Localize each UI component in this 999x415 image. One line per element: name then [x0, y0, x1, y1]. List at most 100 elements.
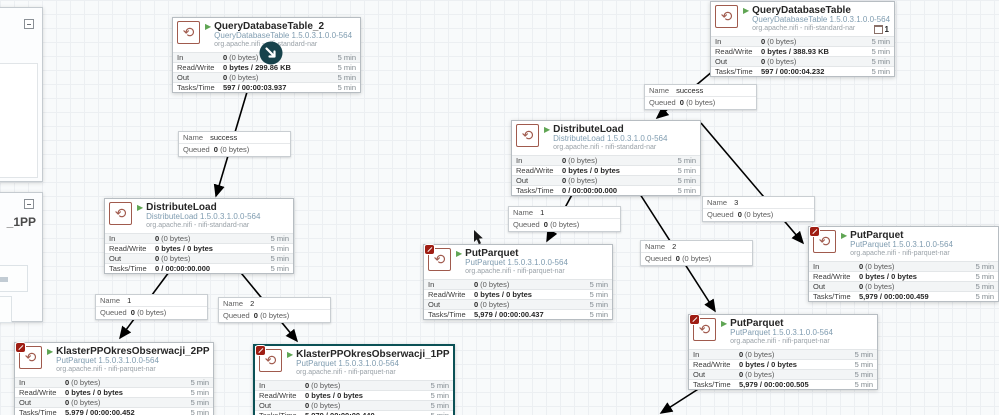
connection-name-row: Name success: [645, 85, 756, 97]
processor-name: QueryDatabaseTable: [752, 5, 851, 16]
connection-label[interactable]: Name success Queued 0 (0 bytes): [644, 84, 757, 110]
processor-DistributeLoad[interactable]: DistributeLoad DistributeLoad 1.5.0.3.1.…: [104, 198, 294, 274]
processor-PutParquet[interactable]: PutParquet PutParquet 1.5.0.3.1.0.0-564 …: [808, 226, 999, 302]
stat-window: 5 min: [975, 291, 994, 301]
processor-header: KlasterPPOkresObserwacji_2PP PutParquet …: [15, 343, 213, 377]
stat-value: 5,979 / 00:00:00.452: [65, 407, 135, 415]
processor-PutParquet[interactable]: PutParquet PutParquet 1.5.0.3.1.0.0-564 …: [423, 244, 613, 320]
connection-line[interactable]: [659, 385, 704, 414]
connection-line[interactable]: [700, 122, 805, 245]
processor-name: PutParquet: [465, 248, 519, 259]
processor-KlasterPPOkresObserwacji_2PP[interactable]: KlasterPPOkresObserwacji_2PP PutParquet …: [14, 342, 214, 415]
connection-name-label: Name: [513, 208, 534, 217]
stat-label: Tasks/Time: [693, 379, 731, 389]
processor-QueryDatabaseTable[interactable]: QueryDatabaseTable QueryDatabaseTable 1.…: [710, 1, 895, 77]
processor-stats: In 0(0 bytes) 5 min Read/Write 0 bytes /…: [255, 379, 453, 415]
stat-window: 5 min: [677, 175, 696, 185]
connection-label[interactable]: Name success Queued 0 (0 bytes): [178, 131, 291, 157]
tasks-icon: [873, 24, 883, 34]
stat-window: 5 min: [677, 155, 696, 165]
connection-label[interactable]: Name 1 Queued 0 (0 bytes): [95, 294, 208, 320]
stat-label: Out: [109, 253, 122, 263]
stat-window: 5 min: [854, 369, 873, 379]
processor-titles: DistributeLoad DistributeLoad 1.5.0.3.1.…: [146, 202, 260, 230]
stat-value: 0(0 bytes): [223, 72, 259, 82]
stat-label: Read/Write: [109, 243, 147, 253]
stat-value: 0(0 bytes): [761, 36, 797, 46]
stat-row-in: In 0(0 bytes) 5 min: [809, 260, 998, 271]
stat-label: Read/Write: [715, 46, 753, 56]
processor-bundle: org.apache.nifi - nifi-parquet-nar: [850, 250, 950, 258]
stat-value: 0 bytes / 0 bytes: [859, 271, 917, 281]
connection-label[interactable]: Name 2 Queued 0 (0 bytes): [640, 240, 753, 266]
restricted-icon: [425, 245, 434, 254]
stat-label: In: [177, 52, 184, 62]
stat-row-tasks-time: Tasks/Time 5,979 / 00:00:00.505 5 min: [689, 378, 877, 389]
processor-type-icon: [690, 315, 716, 341]
stat-label: Tasks/Time: [813, 291, 851, 301]
queued-bytes: (0 bytes): [550, 220, 580, 229]
stat-row-read-write: Read/Write 0 bytes / 0 bytes 5 min: [809, 270, 998, 281]
stat-row-tasks-time: Tasks/Time 597 / 00:00:03.937 5 min: [173, 81, 360, 92]
stat-value: 0(0 bytes): [305, 400, 341, 410]
queued-count: 0: [130, 308, 135, 317]
processor-name: PutParquet: [730, 318, 784, 329]
connection-label[interactable]: Name 1 Queued 0 (0 bytes): [508, 206, 621, 232]
stat-row-tasks-time: Tasks/Time 5,979 / 00:00:00.440 5 min: [255, 409, 453, 415]
processor-header: DistributeLoad DistributeLoad 1.5.0.3.1.…: [105, 199, 293, 233]
navigate-palette: [0, 7, 43, 182]
birdseye-minimap[interactable]: [0, 63, 38, 178]
stat-label: Tasks/Time: [715, 66, 753, 76]
stat-window: 5 min: [270, 253, 289, 263]
queued-bytes: (0 bytes): [682, 254, 712, 263]
stat-row-out: Out 0(0 bytes) 5 min: [689, 368, 877, 379]
stat-row-in: In 0(0 bytes) 5 min: [689, 348, 877, 359]
processor-KlasterPPOkresObserwacji_1PP[interactable]: KlasterPPOkresObserwacji_1PP PutParquet …: [253, 344, 455, 415]
collapse-minus-icon[interactable]: [24, 199, 34, 209]
operate-action-button[interactable]: [0, 296, 12, 323]
stat-label: In: [715, 36, 722, 46]
operate-palette: _1PP: [0, 192, 43, 323]
connection-name-row: Name 2: [641, 241, 752, 253]
stat-value: 0 / 00:00:00.000: [562, 185, 618, 195]
processor-PutParquet[interactable]: PutParquet PutParquet 1.5.0.3.1.0.0-564 …: [688, 314, 878, 390]
stat-window: 5 min: [337, 62, 356, 72]
stat-row-out: Out 0(0 bytes) 5 min: [424, 298, 612, 309]
stat-value: 0(0 bytes): [739, 369, 775, 379]
connection-name-row: Name success: [179, 132, 290, 144]
processor-stats: In 0(0 bytes) 5 min Read/Write 0 bytes /…: [809, 260, 998, 301]
stat-row-read-write: Read/Write 0 bytes / 0 bytes 5 min: [255, 389, 453, 400]
stat-label: Out: [715, 56, 728, 66]
stat-row-out: Out 0(0 bytes) 5 min: [173, 71, 360, 82]
processor-name: DistributeLoad: [146, 202, 217, 213]
processor-type-version: PutParquet 1.5.0.3.1.0.0-564: [730, 328, 833, 338]
stat-row-tasks-time: Tasks/Time 0 / 00:00:00.000 5 min: [105, 262, 293, 273]
connection-label[interactable]: Name 3 Queued 0 (0 bytes): [702, 196, 815, 222]
stat-row-out: Out 0(0 bytes) 5 min: [809, 280, 998, 291]
queued-bytes: (0 bytes): [260, 311, 290, 320]
connection-name-row: Name 1: [509, 207, 620, 219]
stat-window: 5 min: [190, 397, 209, 407]
stat-window: 5 min: [677, 185, 696, 195]
stat-value: 0(0 bytes): [65, 397, 101, 407]
queued-label: Queued: [645, 254, 672, 263]
connection-label[interactable]: Name 2 Queued 0 (0 bytes): [218, 297, 331, 323]
stat-window: 5 min: [871, 56, 890, 66]
processor-type-version: PutParquet 1.5.0.3.1.0.0-564: [850, 240, 953, 250]
processor-DistributeLoad[interactable]: DistributeLoad DistributeLoad 1.5.0.3.1.…: [511, 120, 701, 196]
stat-window: 5 min: [975, 271, 994, 281]
stat-label: Tasks/Time: [428, 309, 466, 319]
processor-type-version: QueryDatabaseTable 1.5.0.3.1.0.0-564: [752, 15, 891, 25]
connection-name-label: Name: [183, 133, 204, 142]
stat-label: Read/Write: [516, 165, 554, 175]
stat-label: Out: [428, 299, 441, 309]
processor-titles: DistributeLoad DistributeLoad 1.5.0.3.1.…: [553, 124, 667, 152]
collapse-minus-icon[interactable]: [24, 19, 34, 29]
queued-count: 0: [737, 210, 742, 219]
stat-window: 5 min: [871, 46, 890, 56]
processor-name: QueryDatabaseTable_2: [214, 21, 325, 32]
stat-row-tasks-time: Tasks/Time 5,979 / 00:00:00.452 5 min: [15, 406, 213, 415]
stat-value: 0(0 bytes): [474, 299, 510, 309]
